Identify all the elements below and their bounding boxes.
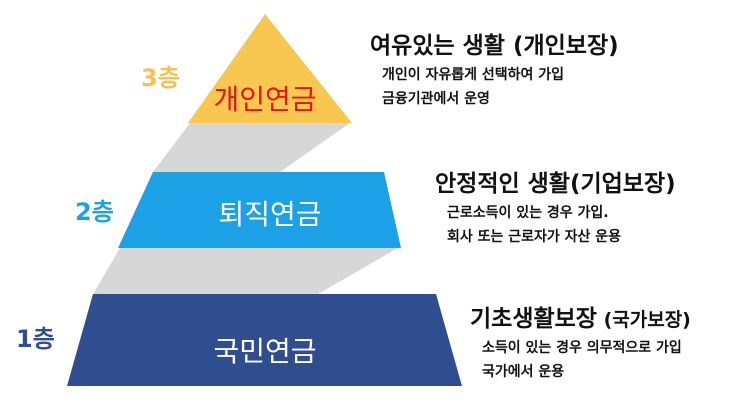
tier-2-line-1: 근로소득이 있는 경우 가입. (447, 205, 609, 221)
connector-band-lower (93, 248, 398, 294)
level-2-number: 2층 (75, 198, 114, 226)
level-3-number: 3층 (141, 64, 180, 92)
tier-1-line-2: 국가에서 운용 (482, 364, 565, 380)
tier-2-trapezoid (118, 172, 401, 248)
tier-1-label: 국민연금 (213, 335, 317, 368)
tier-1-line-1: 소득이 있는 경우 의무적으로 가입 (482, 340, 682, 356)
connector-band-upper (153, 123, 350, 172)
tier-1-heading: 기초생활보장 (470, 306, 597, 332)
tier-3-triangle (188, 14, 352, 123)
tier-1-description: 기초생활보장 (국가보장) 소득이 있는 경우 의무적으로 가입 국가에서 운용 (470, 299, 691, 381)
tier-2-label: 퇴직연금 (218, 198, 322, 231)
tier-3-heading: 여유있는 생활 (개인보장) (370, 33, 619, 59)
tier-3-label: 개인연금 (213, 83, 317, 116)
tier-3-description: 여유있는 생활 (개인보장) 개인이 자유롭게 선택하여 가입 금융기관에서 운… (370, 26, 619, 108)
tier-1-heading-sub: (국가보장) (596, 309, 691, 331)
tier-3-line-1: 개인이 자유롭게 선택하여 가입 (382, 67, 565, 83)
tier-3-line-2: 금융기관에서 운영 (382, 91, 490, 107)
tier-2-description: 안정적인 생활(기업보장) 근로소득이 있는 경우 가입. 회사 또는 근로자가… (435, 164, 676, 246)
level-1-number: 1층 (16, 325, 55, 353)
tier-2-heading: 안정적인 생활(기업보장) (435, 171, 676, 197)
tier-1-trapezoid (67, 294, 462, 386)
tier-2-line-2: 회사 또는 근로자가 자산 운용 (447, 229, 622, 245)
